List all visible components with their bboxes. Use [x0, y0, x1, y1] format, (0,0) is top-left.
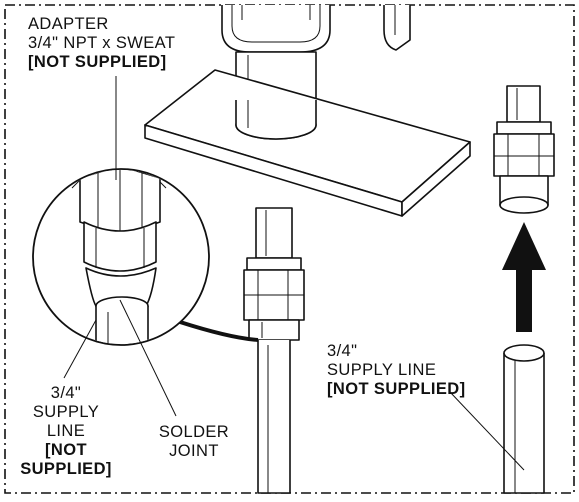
center-supply-line	[243, 207, 305, 494]
right-supply-label-line2: SUPPLY LINE	[327, 361, 436, 379]
right-upper-fitting	[493, 85, 555, 214]
right-supply-label-line3: [NOT SUPPLIED]	[327, 380, 466, 398]
leader-lines	[63, 76, 525, 471]
right-lower-supply-line	[503, 344, 545, 494]
left-supply-label-line3: LINE	[47, 422, 85, 440]
left-supply-label-line1: 3/4"	[51, 384, 81, 402]
adapter-label-line3: [NOT SUPPLIED]	[28, 53, 167, 71]
adapter-label-line2: 3/4" NPT x SWEAT	[28, 34, 175, 52]
solder-joint-label-line1: SOLDER	[159, 423, 229, 441]
left-supply-label-line2: SUPPLY	[33, 403, 99, 421]
up-arrow	[502, 222, 546, 332]
detail-magnifier	[32, 168, 259, 346]
deck-slab	[144, 69, 471, 217]
left-supply-label-line4: [NOT	[45, 441, 87, 459]
left-supply-label-line5: SUPPLIED]	[20, 460, 112, 478]
right-supply-label-line1: 3/4"	[327, 342, 357, 360]
adapter-label-line1: ADAPTER	[28, 15, 109, 33]
solder-joint-label-line2: JOINT	[169, 442, 219, 460]
